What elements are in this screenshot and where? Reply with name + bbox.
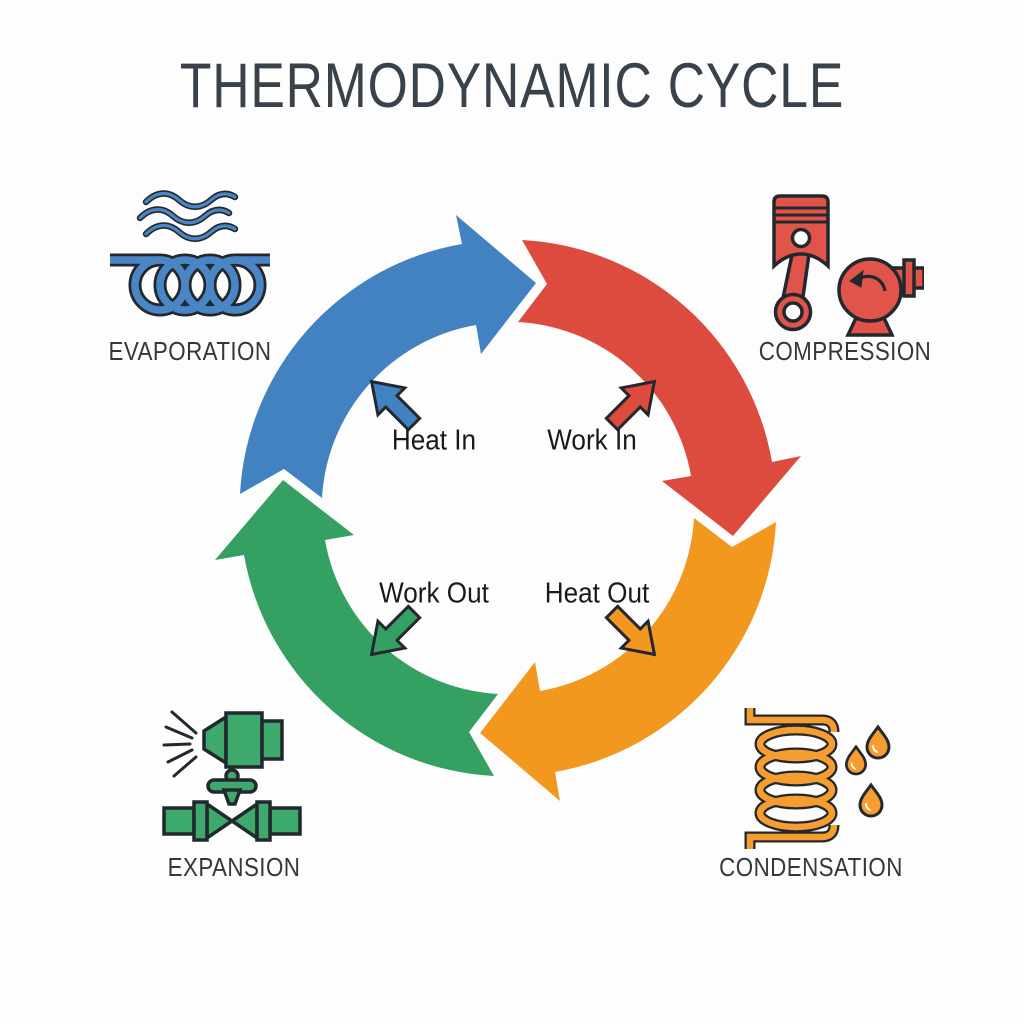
stage-label-evaporation: EVAPORATION [108, 336, 272, 366]
flow-label-work-in: Work In [547, 424, 637, 457]
nozzle-valve-icon [162, 710, 302, 842]
cycle-segment-condensation [480, 518, 776, 801]
droplets [845, 725, 891, 818]
cycle-segment-compression [518, 240, 801, 536]
compressor-pump [837, 257, 924, 337]
evaporator-coil [110, 253, 270, 317]
stage-label-condensation: CONDENSATION [719, 852, 903, 882]
stage-label-expansion: EXPANSION [167, 852, 301, 882]
evaporator-coil-icon [110, 190, 270, 317]
cycle-segment-expansion [215, 480, 498, 776]
piston [772, 194, 830, 332]
expansion-valve [162, 768, 302, 842]
piston-compressor-icon [772, 194, 924, 337]
flow-label-heat-out: Heat Out [544, 577, 650, 610]
flow-label-work-out: Work Out [379, 577, 489, 610]
cycle-segment-evaporation [240, 215, 536, 498]
stage-label-compression: COMPRESSION [758, 336, 932, 366]
flow-label-heat-in: Heat In [391, 424, 477, 457]
spray-lines [162, 710, 198, 778]
condenser-coil-droplets-icon [744, 708, 891, 849]
condenser-coil [744, 708, 840, 849]
page-title: THERMODYNAMIC CYCLE [179, 51, 845, 121]
expansion-nozzle [202, 711, 284, 769]
steam-waves [136, 190, 239, 242]
